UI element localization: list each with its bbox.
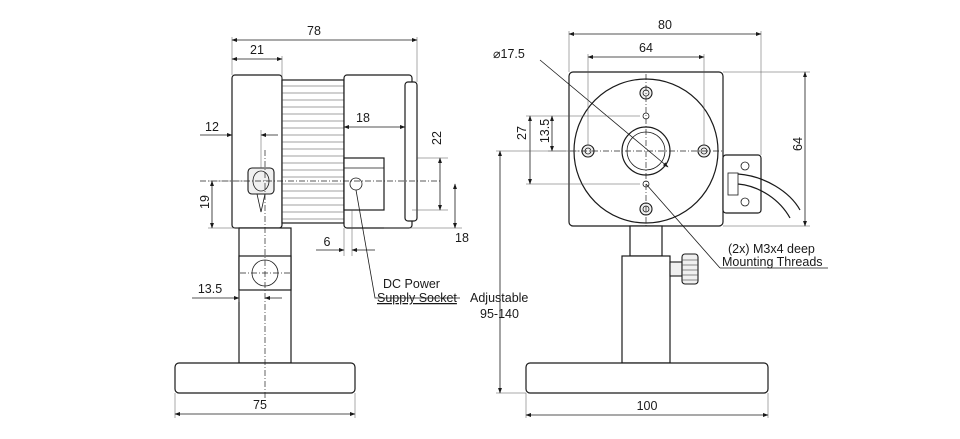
label-threads-1: (2x) M3x4 deep [728,242,815,256]
label-threads-2: Mounting Threads [722,255,823,269]
dim-front-13-5: 13.5 [538,119,552,143]
label-adjustable-1: Adjustable [470,291,528,305]
side-socket-housing [343,157,385,211]
side-front-plate [231,74,283,229]
side-rear-cap [404,81,418,222]
dim-side-78: 78 [307,24,321,38]
front-base [525,362,769,394]
dim-side-18: 18 [356,111,370,125]
side-heatsink-fins [282,85,344,220]
dim-side-12: 12 [205,120,219,134]
front-post [629,225,663,257]
dim-front-80: 80 [658,18,672,32]
label-adjustable-2: 95-140 [480,307,519,321]
dim-side-19: 19 [198,195,212,209]
dim-front-64-h: 64 [639,41,653,55]
side-view: 78 21 12 18 22 18 19 6 [174,24,469,418]
front-cable [737,183,791,219]
dim-side-6: 6 [324,235,331,249]
dim-side-21: 21 [250,43,264,57]
side-heatsink [281,79,345,224]
label-dc-power-2: Supply Socket [377,291,457,305]
front-post-knob [669,261,683,277]
dim-front-64-v: 64 [791,137,805,151]
label-dc-power-1: DC Power [383,277,440,291]
dim-front-diameter: ⌀17.5 [493,47,525,61]
dim-front-100: 100 [637,399,658,413]
front-post-holder [621,255,671,364]
dim-side-13-5: 13.5 [198,282,222,296]
dim-front-27: 27 [515,126,529,140]
dim-side-22: 22 [430,131,444,145]
dim-side-75: 75 [253,398,267,412]
front-view: 80 64 64 ⌀17.5 27 13.5 Adjustable 95-140… [470,18,828,418]
dim-side-18-lower: 18 [455,231,469,245]
